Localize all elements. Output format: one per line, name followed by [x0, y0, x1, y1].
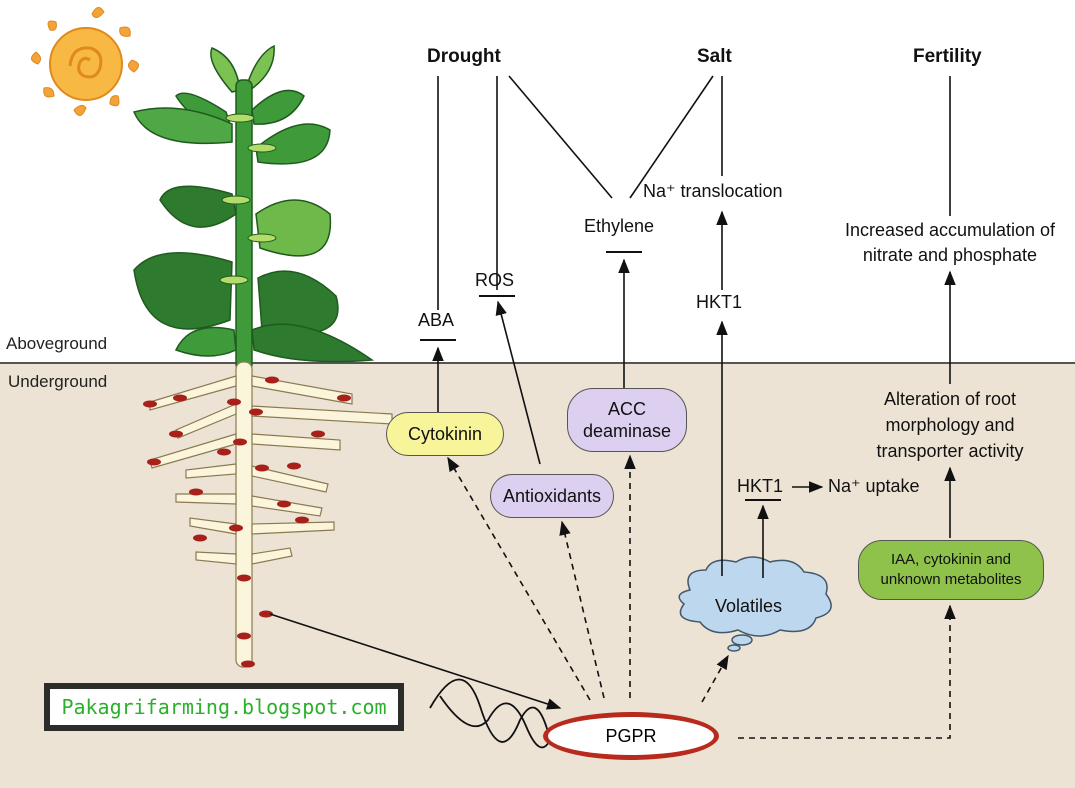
aboveground-label: Aboveground [6, 334, 108, 353]
hkt1-lower-label: HKT1 [737, 476, 784, 496]
iaa-line2: unknown metabolites [880, 571, 1022, 588]
antioxidants-node: Antioxidants [490, 474, 614, 518]
acc-deaminase-node: ACC deaminase [567, 388, 687, 452]
root-nodules [143, 376, 351, 668]
plant-leaves [132, 44, 375, 363]
cytokinin-node: Cytokinin [386, 412, 504, 456]
acc-line1: ACC [607, 398, 646, 419]
aba-label: ABA [418, 310, 455, 330]
antioxidants-to-ros-arrow [495, 300, 541, 465]
alteration-line1: Alteration of root [883, 389, 1017, 409]
salt-header: Salt [697, 46, 732, 67]
volatiles-cloud [678, 556, 832, 652]
sun-icon [31, 7, 139, 116]
iaa-line1: IAA, cytokinin and [890, 550, 1012, 568]
ethylene-label: Ethylene [584, 216, 655, 236]
na-translocation-label: Na⁺ translocation [643, 181, 783, 201]
increased-accumulation-line1: Increased accumulation of [844, 220, 1056, 240]
pgpr-to-volatiles-dashed [701, 654, 729, 703]
alteration-label: Alteration of root morphology and transp… [850, 386, 1050, 464]
stem-nodes [219, 113, 277, 285]
acc-line2: deaminase [582, 421, 672, 441]
fertility-header: Fertility [913, 46, 982, 67]
alteration-line3: transporter activity [876, 441, 1024, 461]
ros-label: ROS [475, 270, 515, 290]
underground-label: Underground [8, 372, 108, 391]
pgpr-node: PGPR [543, 712, 719, 760]
connector-lines [269, 75, 956, 739]
pgpr-to-iaa-dashed [738, 604, 956, 739]
alteration-line2: morphology and [885, 415, 1015, 435]
watermark-banner: Pakagrifarming.blogspot.com [44, 683, 404, 731]
iaa-cytokinin-node: IAA, cytokinin and unknown metabolites [858, 540, 1044, 600]
drought-header: Drought [427, 46, 501, 67]
pgpr-to-antioxidants-dashed [559, 520, 605, 699]
increased-accumulation-line2: nitrate and phosphate [862, 245, 1038, 265]
pgpr-flagella [429, 678, 551, 749]
plant-stem [235, 79, 253, 371]
pgpr-to-cytokinin-dashed [447, 456, 591, 701]
volatiles-node: Volatiles [715, 596, 783, 616]
increased-accumulation-label: Increased accumulation of nitrate and ph… [825, 218, 1075, 268]
root-to-pgpr-arrow [269, 613, 562, 710]
na-uptake-label: Na⁺ uptake [828, 476, 920, 496]
drought-to-ethylene-line [508, 75, 613, 199]
hkt1-upper-label: HKT1 [696, 292, 743, 312]
salt-to-ethylene-line [629, 75, 714, 199]
